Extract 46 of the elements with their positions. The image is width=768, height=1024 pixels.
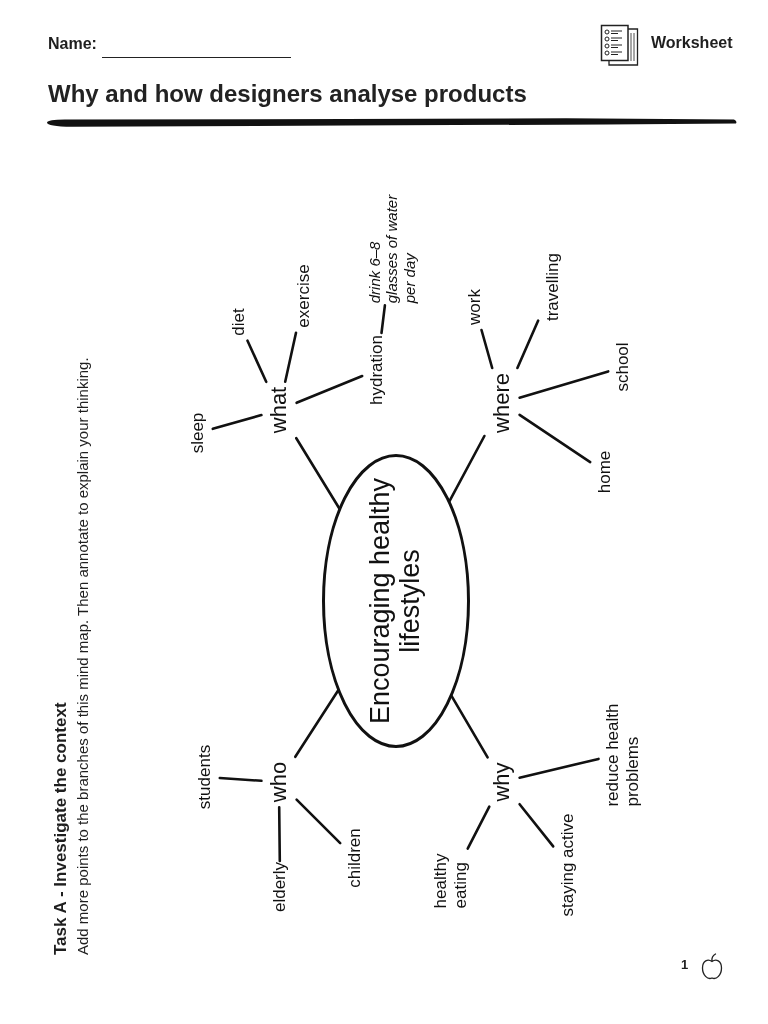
branch-line	[518, 413, 592, 464]
category-label: why	[489, 762, 515, 802]
branch-line	[480, 328, 494, 370]
branch-line	[295, 798, 342, 845]
branch-label: healthy eating	[431, 853, 471, 909]
branch-line	[516, 319, 540, 370]
branch-label: school	[613, 342, 633, 392]
branch-label: hydration	[367, 335, 387, 405]
branch-label: sleep	[188, 412, 208, 454]
worksheet-title: Why and how designers analyse products	[48, 80, 527, 109]
branch-line	[295, 374, 364, 405]
branch-line	[518, 757, 600, 780]
branch-label: staying active	[558, 813, 578, 917]
branch-line	[218, 776, 263, 783]
branch-label: reduce health problems	[603, 699, 643, 807]
branch-line	[447, 434, 486, 504]
branch-line	[211, 413, 263, 431]
branch-line	[294, 688, 340, 759]
branch-line	[518, 370, 610, 399]
branch-line	[449, 694, 489, 759]
worksheet-label: Worksheet	[651, 33, 733, 53]
category-label: who	[266, 761, 292, 803]
annotation-note: drink 6–8 glasses of water per day	[366, 190, 418, 304]
page-number: 1	[681, 957, 689, 973]
branch-line	[246, 339, 268, 384]
branch-line	[277, 805, 282, 863]
topic-ellipse	[322, 454, 470, 748]
branch-label: exercise	[294, 264, 314, 328]
branch-label: work	[465, 289, 485, 325]
category-label: what	[266, 386, 292, 434]
task-instructions: Add more points to the branches of this mind map. Then annotate to explain your thinking.	[74, 357, 92, 955]
branch-label: diet	[229, 308, 249, 336]
name-label: Name:	[48, 34, 97, 54]
branch-line	[295, 436, 342, 511]
branch-label: home	[595, 450, 615, 494]
category-label: where	[489, 373, 515, 433]
topic-text: Encouraging healthy lifestyles	[366, 476, 426, 727]
branch-line	[380, 304, 387, 335]
branch-line	[283, 331, 298, 384]
branch-line	[466, 805, 491, 850]
branch-line	[518, 802, 555, 848]
task-heading: Task A - Investigate the context	[51, 702, 71, 955]
branch-label: children	[345, 828, 365, 888]
branch-label: travelling	[543, 253, 563, 321]
branch-label: students	[195, 744, 215, 810]
branch-label: elderly	[270, 861, 290, 913]
